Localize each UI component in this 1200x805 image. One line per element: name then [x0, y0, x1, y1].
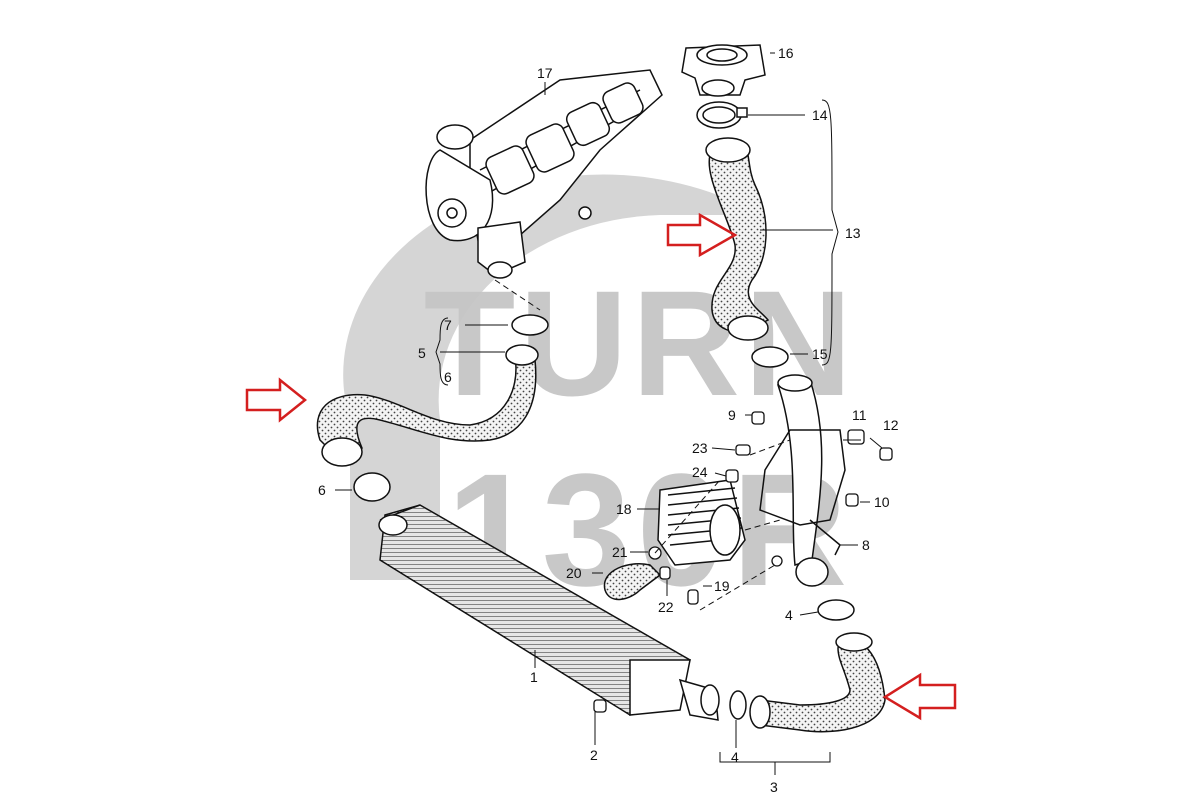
part-label-5: 5 [418, 345, 426, 361]
part-11-fitting [847, 429, 865, 445]
part-label-3: 3 [770, 779, 778, 795]
watermark-line1: TURN [424, 259, 857, 427]
part-label-22: 22 [658, 599, 674, 615]
part-label-15: 15 [812, 346, 828, 362]
leader-lines [335, 52, 883, 775]
clamp-4-lower [729, 690, 747, 720]
watermark-arc [343, 174, 760, 581]
part-label-4-lower: 4 [731, 749, 739, 765]
part-24-fitting [725, 469, 739, 483]
part-label-12: 12 [883, 417, 899, 433]
part-label-13: 13 [845, 225, 861, 241]
part-label-23: 23 [692, 440, 708, 456]
housing-18 [657, 479, 746, 566]
pipe-8 [759, 374, 846, 587]
part-label-4-upper: 4 [785, 607, 793, 623]
part-22-fitting [659, 566, 671, 580]
part-label-8: 8 [862, 537, 870, 553]
part-label-6-top: 6 [444, 369, 452, 385]
part-label-16: 16 [778, 45, 794, 61]
leader-dashed [494, 279, 541, 311]
red-arrows [245, 212, 957, 721]
part-10-fitting [845, 493, 859, 507]
part-label-20: 20 [566, 565, 582, 581]
hose-13-end-top [705, 137, 751, 163]
hose-5-end-top [505, 344, 539, 366]
hose-3 [759, 638, 886, 733]
part-label-24: 24 [692, 464, 708, 480]
part-label-14: 14 [812, 107, 828, 123]
clamp-15 [751, 346, 789, 368]
part-9-fitting [751, 411, 765, 425]
pipe-8-bolt [771, 555, 783, 567]
part-label-7: 7 [444, 317, 452, 333]
part-12-fitting [879, 447, 893, 461]
clamp-7 [511, 314, 549, 336]
throttle-body [681, 44, 766, 97]
turbocharger-manifold [425, 69, 663, 279]
part-label-9: 9 [728, 407, 736, 423]
hose-3-end [835, 632, 873, 652]
hose-3-end-left [749, 695, 771, 729]
part-label-11: 11 [852, 407, 867, 423]
part-19-fitting [687, 589, 699, 605]
arrow-upper-hose [666, 212, 738, 258]
arrow-lower-hose [882, 672, 957, 721]
hose-20 [603, 563, 662, 601]
part-label-1: 1 [530, 669, 538, 685]
part-label-21: 21 [612, 544, 628, 560]
dashed-leaders [654, 439, 791, 611]
part-label-6-bottom: 6 [318, 482, 326, 498]
intercooler [378, 504, 720, 721]
part-2-bolt [593, 699, 607, 713]
clamp-6 [353, 472, 391, 502]
part-label-2: 2 [590, 747, 598, 763]
part-label-18: 18 [616, 501, 632, 517]
clamp-14 [696, 101, 748, 129]
hose-5-end-bottom [321, 437, 363, 467]
part-label-10: 10 [874, 494, 890, 510]
part-23-fitting [735, 444, 751, 456]
part-labels: 17 16 14 13 15 7 5 6 6 9 11 12 23 24 10 … [318, 45, 899, 795]
arrow-left-hose [245, 377, 308, 423]
hose-13-end-bottom [727, 315, 769, 341]
clamp-4-upper [817, 599, 855, 621]
part-label-17: 17 [537, 65, 553, 81]
part-label-19: 19 [714, 578, 730, 594]
